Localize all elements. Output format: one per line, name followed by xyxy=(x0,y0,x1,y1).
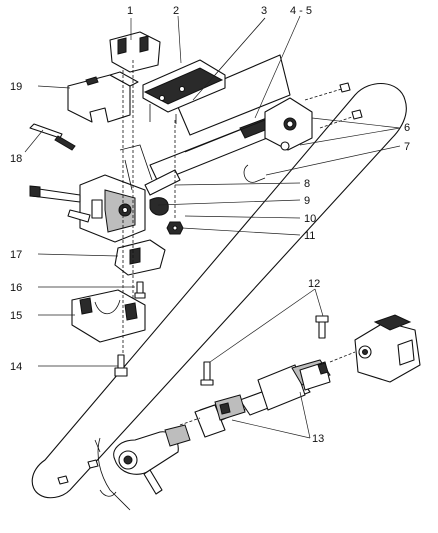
bolts-12 xyxy=(200,315,329,386)
screw-16 xyxy=(134,281,146,299)
callout-6: 6 xyxy=(404,122,410,134)
callout-4-5: 4 - 5 xyxy=(290,5,312,17)
callout-11: 11 xyxy=(304,230,315,242)
lower-shroud xyxy=(71,289,146,343)
assembly-guides xyxy=(122,60,176,355)
callout-17: 17 xyxy=(10,249,22,261)
bracket-17 xyxy=(114,239,166,276)
callout-9: 9 xyxy=(304,195,310,207)
callout-13: 13 xyxy=(312,433,324,445)
lower-bearing xyxy=(57,424,191,511)
callout-19: 19 xyxy=(10,81,22,93)
callout-14: 14 xyxy=(10,361,22,373)
callout-1: 1 xyxy=(127,5,133,17)
lever-18 xyxy=(29,123,76,151)
callout-16: 16 xyxy=(10,282,22,294)
intermediate-shaft xyxy=(179,351,356,438)
callout-3: 3 xyxy=(261,5,267,17)
shroud-plate xyxy=(142,59,226,124)
callout-12: 12 xyxy=(308,278,320,290)
callout-2: 2 xyxy=(173,5,179,17)
screw-14 xyxy=(114,354,128,377)
shroud-cover xyxy=(67,71,139,123)
switch-assembly xyxy=(29,144,181,243)
callout-10: 10 xyxy=(304,213,316,225)
clip xyxy=(243,164,266,183)
callout-labels: 1 2 3 4 - 5 6 7 8 9 10 11 12 13 14 15 16… xyxy=(10,5,410,445)
leader-lines xyxy=(24,15,401,439)
upper-cover xyxy=(109,31,161,73)
nut-11 xyxy=(166,221,184,235)
column-outline xyxy=(31,82,407,499)
callout-7: 7 xyxy=(404,141,410,153)
callout-15: 15 xyxy=(10,310,22,322)
callout-18: 18 xyxy=(10,153,22,165)
mounting-bracket xyxy=(264,82,363,151)
steering-gear xyxy=(354,314,421,383)
callout-8: 8 xyxy=(304,178,310,190)
